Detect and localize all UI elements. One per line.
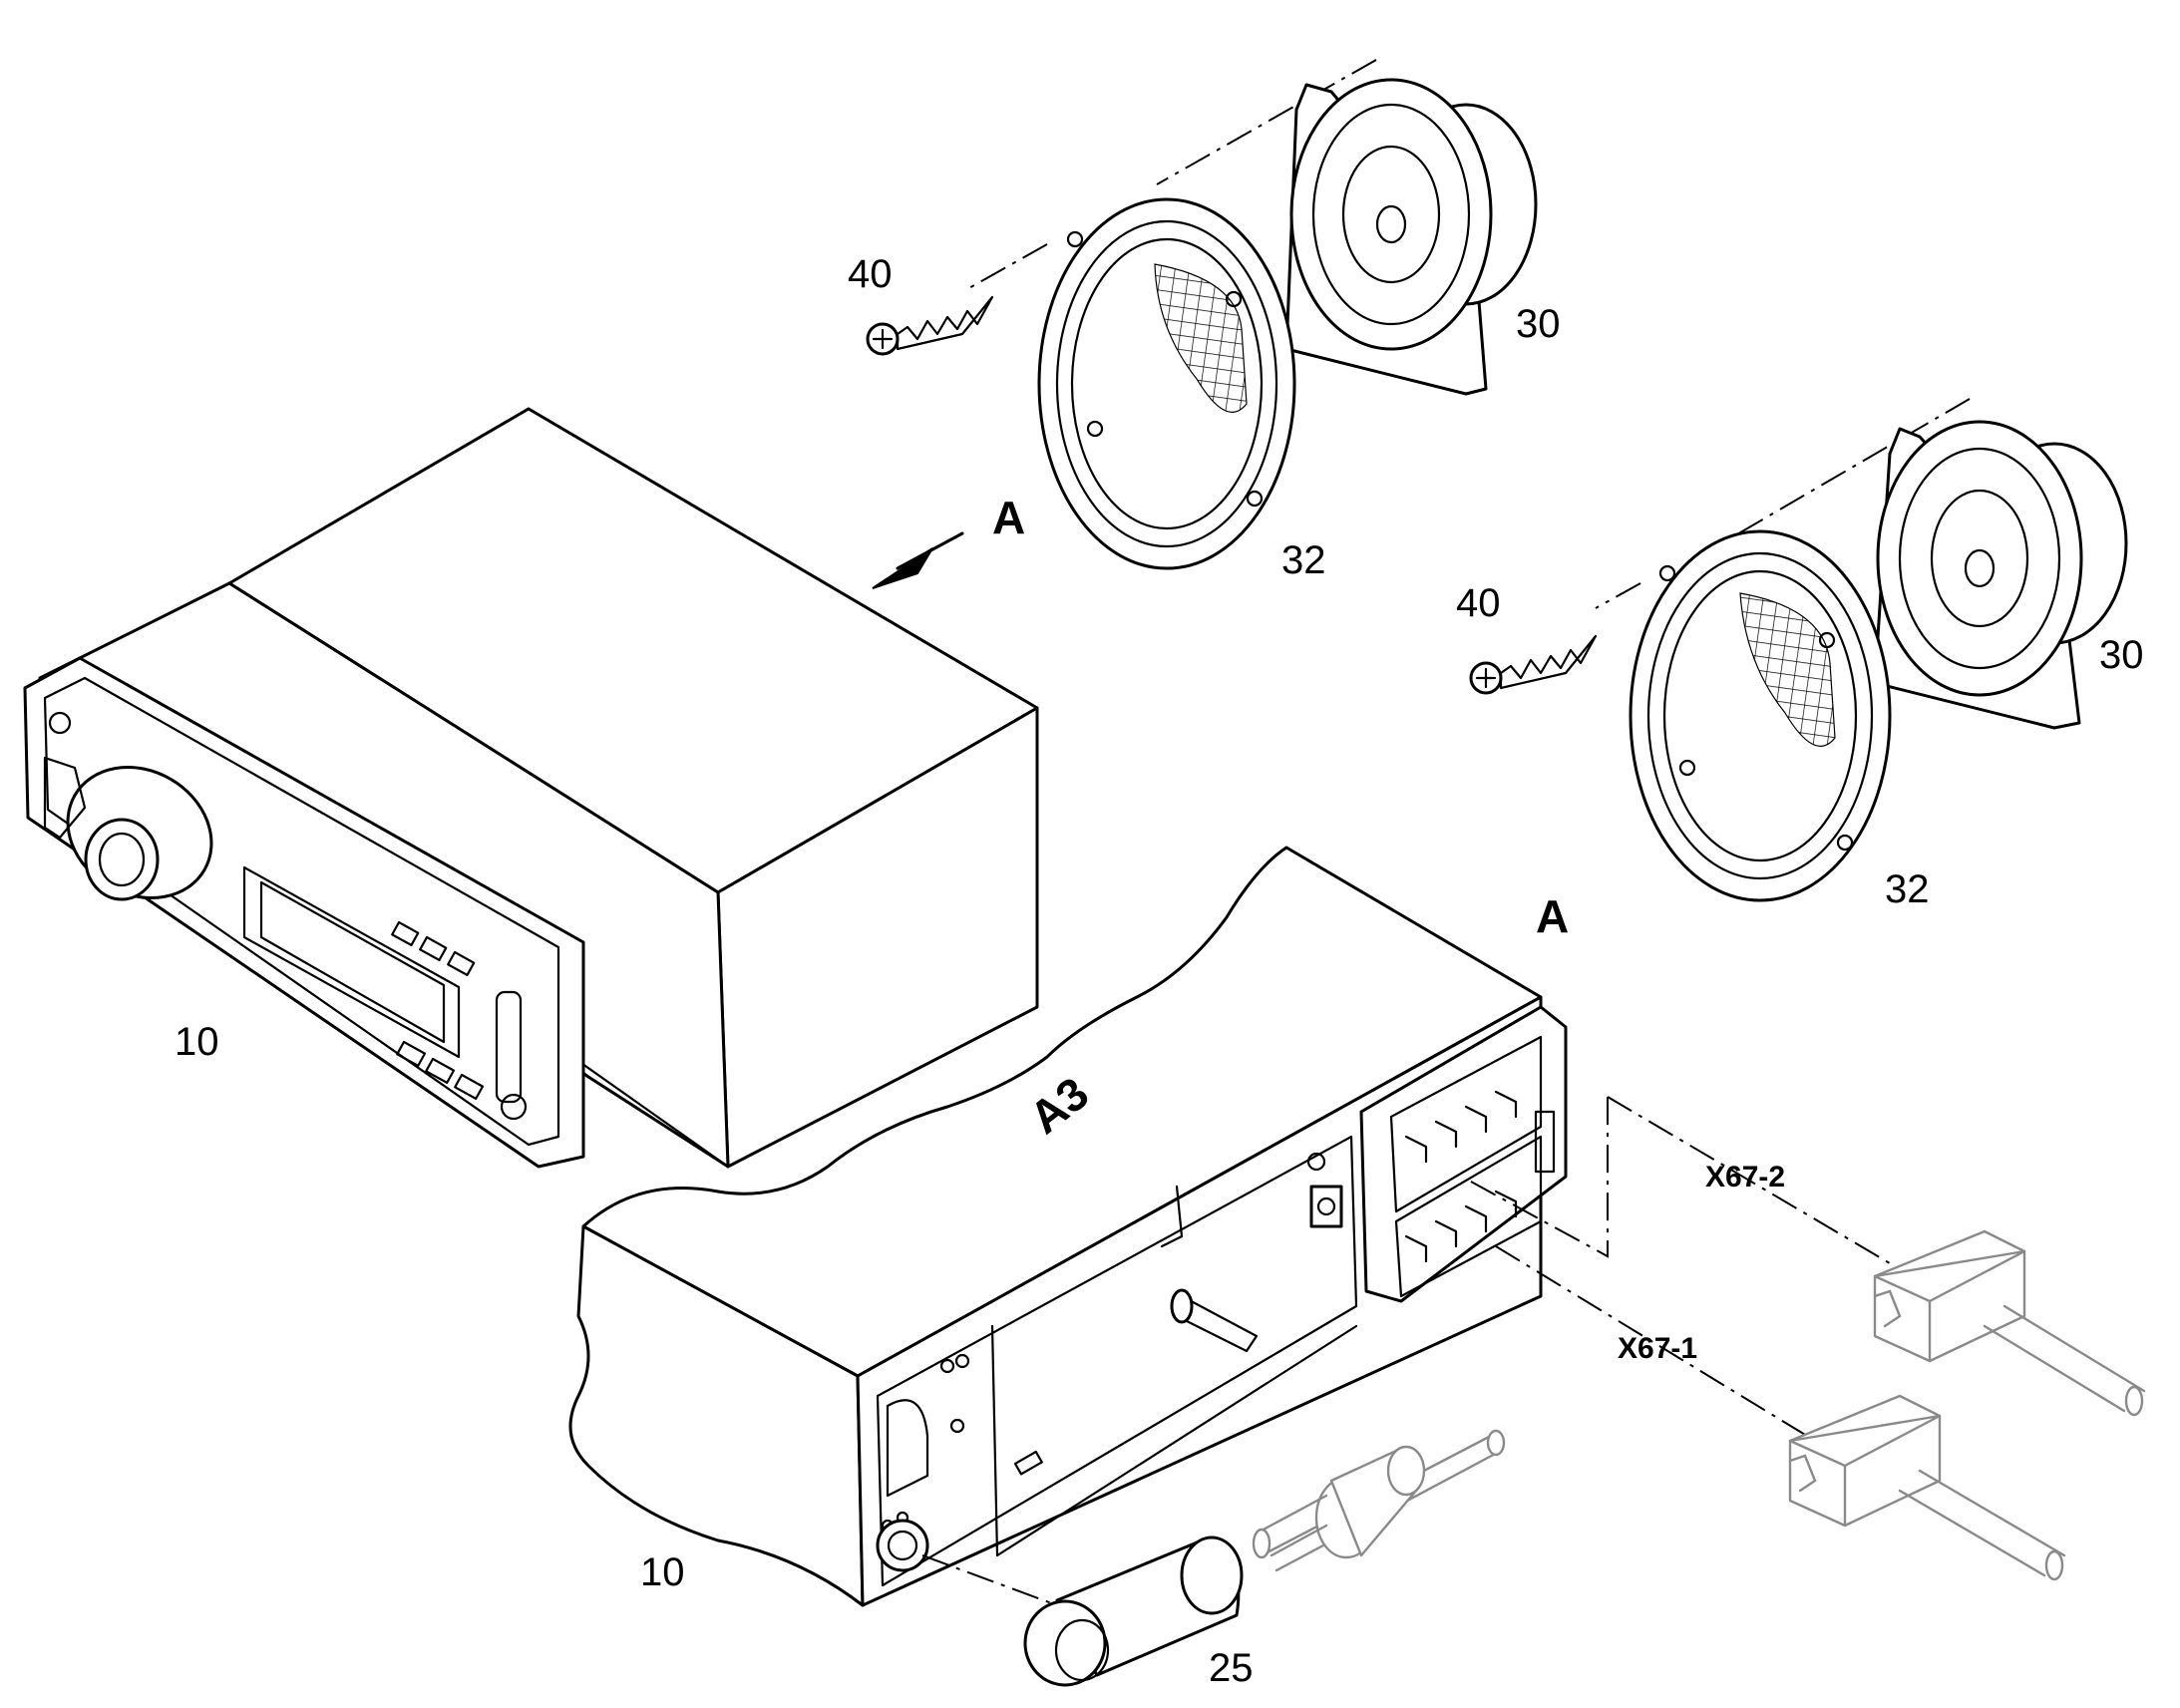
view-arrow	[872, 531, 964, 589]
view-arrow-label: A	[992, 492, 1025, 543]
connector-x67-2-plug	[1873, 1229, 2146, 1417]
callout-grille-top: 32	[1281, 538, 1326, 582]
radio-unit-rear-detail	[568, 846, 1896, 1607]
connector-x67-1-plug	[1788, 1394, 2066, 1581]
detail-view-label: A	[1536, 890, 1569, 942]
callout-speaker-bottom: 30	[2099, 633, 2144, 677]
radio-unit-front	[23, 407, 1039, 1169]
callout-grille-bottom: 32	[1885, 867, 1930, 911]
speaker-assembly-top	[866, 59, 1538, 570]
callout-antenna-plug: 25	[1209, 1646, 1254, 1690]
speaker-assembly-bottom	[1469, 398, 2128, 902]
connector-label-x67-1: X67-1	[1618, 1332, 1697, 1365]
antenna-adapter-plug	[1023, 1536, 1244, 1687]
callout-screw-bottom: 40	[1456, 581, 1501, 625]
callout-radio-front: 10	[175, 1020, 219, 1064]
callout-screw-top: 40	[848, 252, 893, 296]
callout-speaker-top: 30	[1516, 302, 1561, 346]
antenna-cable	[1252, 1429, 1506, 1572]
callout-radio-rear: 10	[640, 1550, 685, 1594]
connector-label-x67-2: X67-2	[1705, 1161, 1785, 1194]
